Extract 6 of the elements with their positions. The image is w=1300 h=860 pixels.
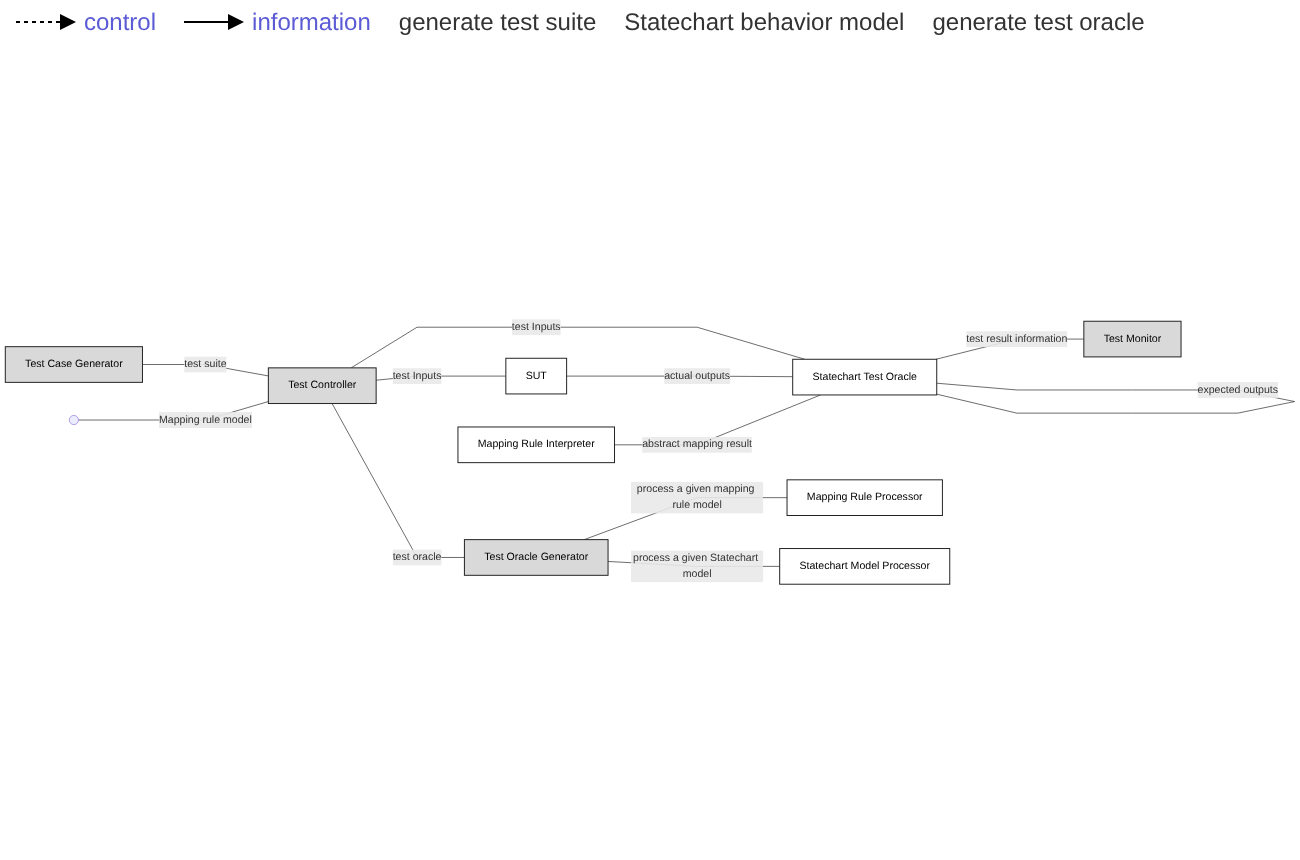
flow-note: generate test oracle	[932, 8, 1145, 36]
legend-label: information	[252, 8, 371, 36]
connector	[350, 327, 806, 369]
flow-note: Statechart behavior model	[624, 8, 905, 36]
flow-note: generate test suite	[398, 8, 597, 36]
legend-label: control	[84, 8, 157, 36]
